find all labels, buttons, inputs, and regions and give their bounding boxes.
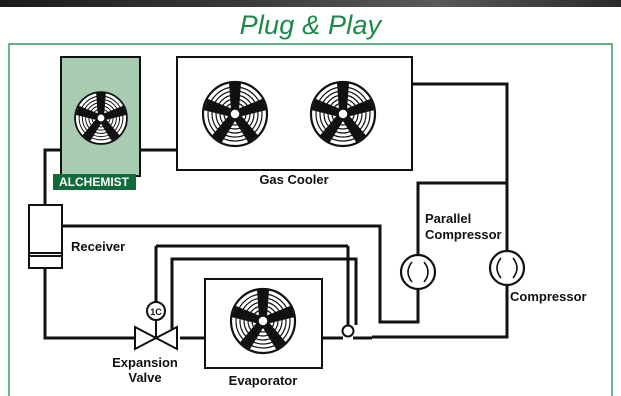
- gas-cooler-label: Gas Cooler: [259, 172, 328, 187]
- controller-1c-icon: [146, 301, 166, 321]
- alchemist-badge: [53, 174, 136, 190]
- alchemist-fan-icon: [74, 91, 128, 145]
- sensor-bulb-icon: [341, 324, 355, 338]
- diagram-frame: [8, 43, 613, 396]
- refrigerant-piping: [43, 82, 509, 340]
- diagram-title: Plug & Play: [239, 10, 382, 40]
- expansion-valve-icon: [134, 320, 178, 351]
- alchemist-label: ALCHEMIST: [59, 175, 130, 189]
- parallel-compressor-icon: [399, 253, 437, 291]
- compressor-icon: [488, 249, 526, 287]
- top-header-bar: [0, 0, 621, 7]
- parallel-compressor-label-line1: Parallel: [425, 211, 471, 226]
- receiver-label: Receiver: [71, 239, 125, 254]
- expansion-valve-label-line2: Valve: [128, 370, 161, 385]
- controller-1c-label: 1C: [150, 307, 162, 317]
- compressor-label: Compressor: [510, 289, 587, 304]
- evaporator-fan-icon: [229, 287, 297, 355]
- receiver-tank: [28, 204, 63, 269]
- gas-cooler-fan-icon: [309, 80, 377, 148]
- parallel-compressor-label-line2: Compressor: [425, 227, 502, 242]
- gas-cooler-fan-icon: [201, 80, 269, 148]
- expansion-valve-label-line1: Expansion: [112, 355, 178, 370]
- evaporator-label: Evaporator: [229, 373, 298, 388]
